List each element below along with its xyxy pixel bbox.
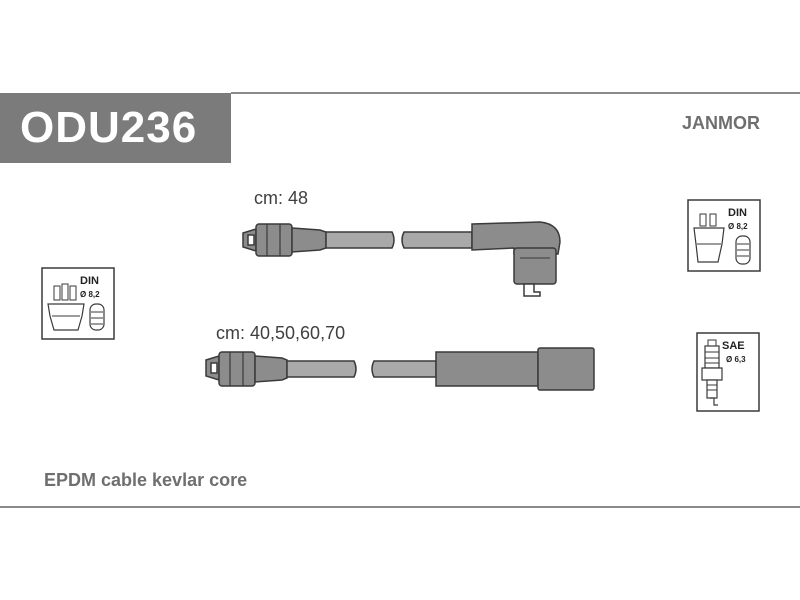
cable-1-segment-b (401, 231, 473, 249)
cable-1-angled-boot-body (513, 247, 557, 285)
cable-2-segment-a (286, 360, 357, 378)
cable-1-bottom-terminal (523, 283, 541, 297)
bottom-divider (0, 506, 800, 508)
cable-1-segment-a (325, 231, 395, 249)
cable-2-left-boot (218, 351, 256, 387)
spark-plug-standard: SAE (722, 340, 745, 352)
distributor-diameter: Ø 8,2 (80, 290, 100, 299)
cable-2-length-label: cm: 40,50,60,70 (216, 323, 346, 343)
coil-diameter: Ø 8,2 (728, 222, 748, 231)
coil-din-icon: DIN Ø 8,2 (687, 199, 761, 272)
cable-2-terminal-clip (210, 362, 218, 374)
cable-2-right-boot (537, 347, 595, 391)
spark-plug-sae-icon: SAE Ø 6,3 (696, 332, 760, 412)
coil-standard: DIN (728, 207, 747, 219)
title-box (0, 93, 231, 163)
cable-1 (242, 221, 561, 297)
spark-plug-diameter: Ø 6,3 (726, 355, 746, 364)
brand-name: JANMOR (682, 113, 761, 133)
top-divider (231, 92, 800, 94)
cable-1-length-label: cm: 48 (254, 188, 309, 208)
cable-1-boot-taper (291, 227, 327, 253)
cable-2-segment-b (371, 360, 437, 378)
distributor-standard: DIN (80, 275, 99, 287)
cable-material-note: EPDM cable kevlar core (44, 470, 248, 490)
cable-2-boot-taper (254, 355, 288, 383)
cable-2 (205, 347, 595, 391)
cable-1-terminal-clip (247, 234, 255, 246)
cable-1-left-boot (255, 223, 293, 257)
part-number-title: ODU236 (20, 103, 198, 152)
cable-2-right-boot-sleeve (435, 351, 539, 387)
distributor-din-icon: DIN Ø 8,2 (41, 267, 115, 340)
